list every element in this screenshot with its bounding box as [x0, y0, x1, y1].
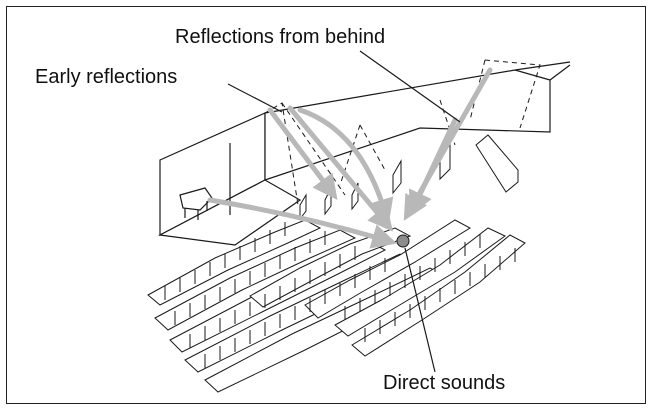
leader-lines — [227, 50, 461, 373]
sound-arrows — [207, 67, 493, 249]
label-direct-sounds: Direct sounds — [383, 372, 506, 394]
seat-row — [304, 219, 472, 319]
early-reflection-arrow — [297, 107, 394, 224]
label-reflections-from-behind: Reflections from behind — [175, 26, 386, 48]
early-reflection-arrow — [287, 105, 394, 232]
seat-row — [147, 219, 322, 306]
direct-sound-arrow — [207, 197, 397, 249]
label-early-reflections: Early reflections — [35, 66, 178, 88]
seat-row — [334, 227, 506, 337]
piano-icon — [179, 187, 213, 220]
listener-head-icon — [396, 234, 410, 248]
seat-backs — [164, 222, 516, 368]
early-reflection-arrow — [267, 107, 338, 200]
hall-walls — [158, 61, 571, 246]
behind-reflection-arrow — [409, 117, 458, 217]
seating-rows — [147, 219, 526, 393]
